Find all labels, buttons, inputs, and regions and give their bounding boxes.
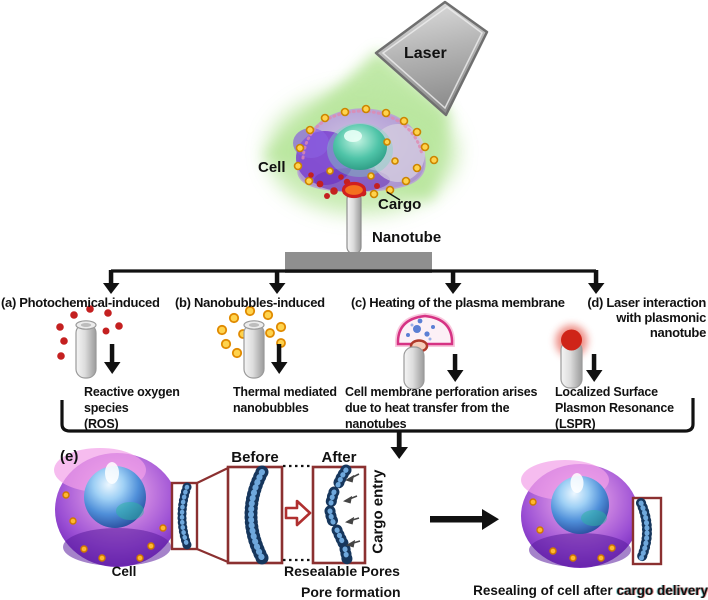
resealing-label-prefix: Resealing of cell after	[473, 583, 617, 598]
cargo-entry-label: Cargo entry	[369, 469, 387, 554]
laser-label: Laser	[404, 45, 447, 62]
after-label: After	[321, 449, 357, 466]
cargo-pointer-line	[386, 191, 401, 201]
mechanism-c-icon	[394, 312, 464, 390]
mechanism-b-result: Thermal mediated nanobubbles	[233, 385, 337, 415]
mechanism-a-icon	[56, 305, 123, 379]
mechanism-b-title: (b) Nanobubbles-induced	[175, 295, 325, 310]
contact-pore	[341, 181, 367, 199]
nanotube-label: Nanotube	[372, 229, 442, 246]
down-arrow-icon	[104, 344, 121, 374]
plasmonic-tip	[561, 329, 582, 351]
down-arrow-icon	[447, 354, 464, 382]
mechanism-d-title: (d) Laser interaction with plasmonic nan…	[587, 295, 706, 340]
mechanism-a-result: Reactive oxygen species (ROS)	[84, 385, 180, 431]
mechanism-c-title: (c) Heating of the plasma membrane	[351, 295, 565, 310]
open-transition-arrow	[284, 499, 312, 527]
cargo-dots	[62, 491, 167, 562]
resealing-label-highlight: cargo delivery	[616, 583, 708, 598]
reseal-arrow	[430, 509, 499, 530]
mechanism-d-icon	[555, 325, 603, 389]
laser-head	[374, 0, 489, 117]
dotted-connectors	[283, 464, 312, 562]
pore-pointer-arrows	[343, 473, 361, 548]
panel-e-label: (e)	[60, 448, 79, 465]
mechanism-a-title: (a) Photochemical-induced	[1, 295, 160, 310]
branch-arrows	[103, 270, 605, 294]
cell-label-top: Cell	[258, 159, 286, 176]
ros-particles	[56, 305, 123, 360]
cell-on-nanotube	[293, 104, 439, 255]
resealing-label: Resealing of cell after cargo delivery	[440, 583, 708, 599]
after-box	[311, 464, 367, 565]
panel-e-cell-after	[521, 460, 663, 568]
cell-label-bottom: Cell	[111, 564, 137, 579]
nanotube-shape	[346, 191, 362, 255]
gather-bracket	[60, 398, 695, 459]
before-box	[226, 465, 284, 565]
before-label: Before	[231, 449, 279, 466]
cargo-dots	[529, 498, 616, 562]
panel-e-cell-before	[54, 448, 229, 567]
nanobubble-particles	[216, 305, 287, 359]
mechanism-b-icon	[216, 305, 288, 379]
resealable-pores-label: Resealable Pores	[284, 563, 400, 579]
mechanism-c-result: Cell membrane perforation arises due to …	[345, 385, 538, 431]
pore-formation-label: Pore formation	[301, 584, 401, 600]
cargo-dots	[293, 104, 439, 199]
down-arrow-icon	[271, 344, 288, 374]
platform	[285, 252, 432, 273]
mechanism-d-result: Localized Surface Plasmon Resonance (LSP…	[555, 385, 674, 431]
cell-interior-speckles	[406, 318, 435, 341]
cargo-label: Cargo	[378, 196, 422, 213]
down-arrow-icon	[586, 354, 603, 382]
